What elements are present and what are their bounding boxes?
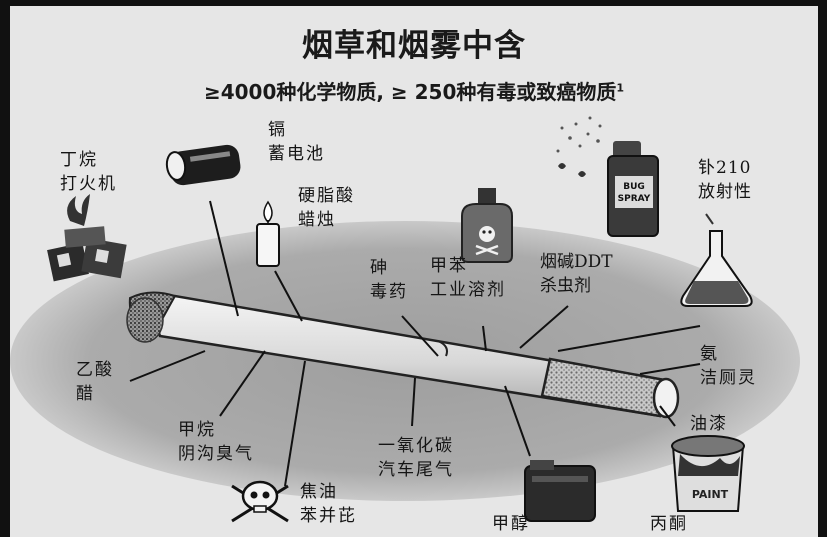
battery-icon [165, 144, 241, 186]
label-paint: 油漆 [690, 414, 728, 434]
leader-lines [129, 200, 701, 487]
poster-title: 烟草和烟雾中含 [302, 28, 526, 64]
lighter-icon [47, 194, 127, 282]
subtitle-text: ≥4000种化学物质, ≥ 250种有毒或致癌物质 [203, 80, 617, 104]
poster-subtitle: ≥4000种化学物质, ≥ 250种有毒或致癌物质1 [10, 76, 818, 105]
label-polonium: 钋210 放射性 [698, 158, 752, 202]
label-arsenic: 砷 毒药 [370, 258, 408, 302]
cigarette [126, 291, 680, 419]
label-battery: 镉 蓄电池 [268, 120, 325, 164]
label-candle: 硬脂酸 蜡烛 [298, 186, 355, 230]
label-acetic: 乙酸 醋 [76, 360, 114, 404]
label-tar: 焦油 苯并芘 [300, 482, 357, 526]
label-methanol: 甲醇 [492, 514, 530, 534]
flask-icon [680, 213, 753, 307]
burning-end [126, 297, 164, 343]
label-ddt: 烟碱DDT 杀虫剂 [540, 252, 613, 296]
poster: BUG SPRAY [10, 6, 818, 537]
spray-label-1: BUG [623, 182, 645, 192]
spray-label-2: SPRAY [618, 194, 651, 204]
paint-can-icon: PAINT [671, 435, 745, 512]
skull-icon [231, 480, 289, 523]
subtitle-footnote: 1 [616, 81, 625, 95]
illustration: BUG SPRAY [10, 116, 800, 523]
paint-label: PAINT [692, 488, 729, 501]
candle-icon [256, 200, 280, 267]
label-lighter: 丁烷 打火机 [60, 150, 117, 194]
label-acetone: 丙酮 [650, 514, 688, 534]
filter-end [652, 377, 680, 419]
label-toluene: 甲苯 工业溶剂 [430, 256, 506, 300]
label-methane: 甲烷 阴沟臭气 [178, 420, 254, 464]
label-co: 一氧化碳 汽车尾气 [378, 436, 454, 480]
fuel-canister-icon [524, 460, 596, 522]
label-ammonia: 氨 洁厕灵 [700, 344, 757, 388]
poison-bottle-icon [461, 188, 513, 263]
bug-spray-icon: BUG SPRAY [556, 116, 659, 237]
